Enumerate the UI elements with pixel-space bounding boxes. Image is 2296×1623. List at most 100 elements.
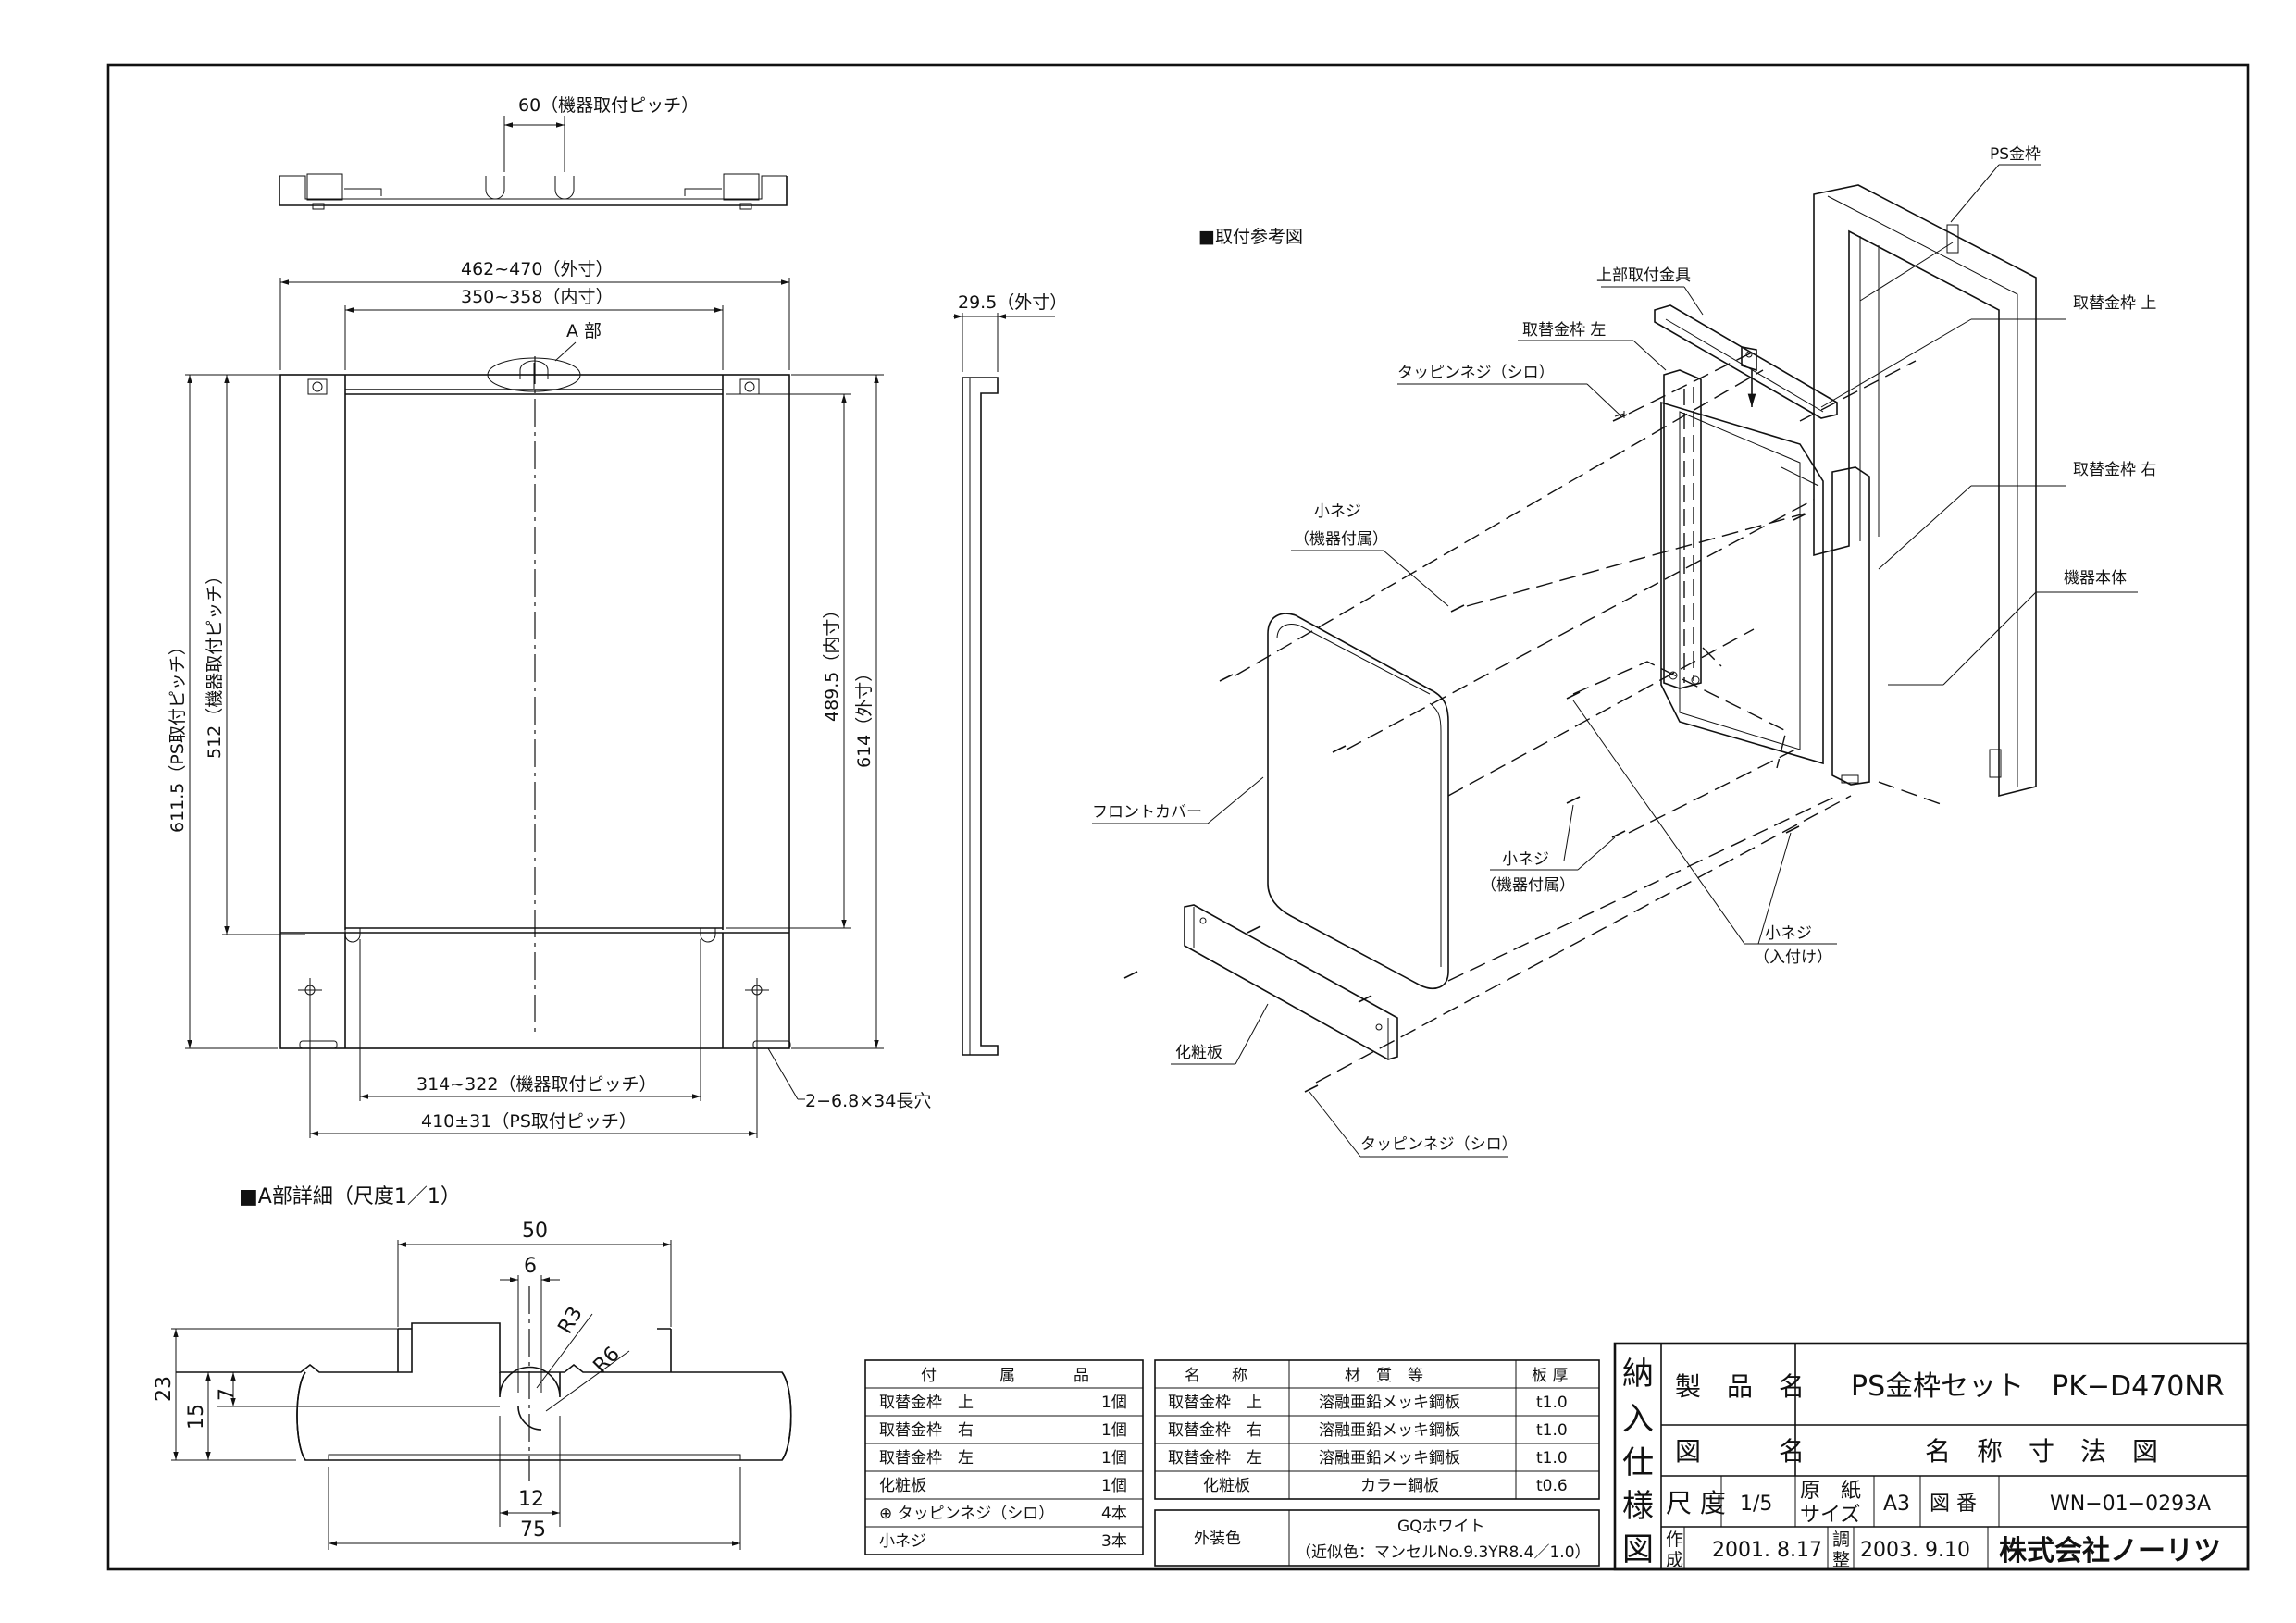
drawing-number: WN−01−0293A <box>2050 1493 2211 1516</box>
adjusted-date: 2003. 9.10 <box>1860 1539 1970 1562</box>
material-thickness: t1.0 <box>1536 1421 1568 1440</box>
material-material: 溶融亜鉛メッキ鋼板 <box>1319 1421 1460 1440</box>
material-material: 溶融亜鉛メッキ鋼板 <box>1319 1394 1460 1412</box>
drawing-label: 図 名 <box>1675 1436 1805 1467</box>
paper-label-2: サイズ <box>1800 1504 1860 1527</box>
accessory-qty: 1個 <box>1101 1421 1127 1440</box>
accessory-name: 化粧板 <box>879 1477 926 1495</box>
assembly-title: ■取付参考図 <box>1198 227 1303 247</box>
material-thickness: t0.6 <box>1536 1477 1568 1495</box>
material-thickness: t1.0 <box>1536 1394 1568 1412</box>
frame-top-label: 取替金枠 上 <box>2073 294 2156 313</box>
drawing-border <box>106 63 2250 1571</box>
accessory-qty: 1個 <box>1101 1449 1127 1468</box>
frame-right-label: 取替金枠 右 <box>2073 461 2156 479</box>
vertical-title-char: 入 <box>1622 1401 1654 1438</box>
dim-75: 75 <box>520 1518 546 1542</box>
number-label: 図 番 <box>1930 1493 1977 1516</box>
accessory-name: 取替金枠 右 <box>879 1421 974 1440</box>
dim-50: 50 <box>522 1220 548 1243</box>
product-label: 製 品 名 <box>1675 1371 1805 1402</box>
ps-frame-label: PS金枠 <box>1990 145 2041 164</box>
material-name: 取替金枠 上 <box>1168 1394 1262 1412</box>
side-view: 29.5（外寸） <box>953 292 1067 1056</box>
outer-height-label: 614（外寸） <box>854 664 875 768</box>
dim-12: 12 <box>518 1488 544 1511</box>
accessory-name: 取替金枠 上 <box>879 1394 974 1412</box>
top-view: 60（機器取付ピッチ） <box>279 95 788 210</box>
accessories-header-1: 付 <box>921 1367 937 1385</box>
created-label-2: 成 <box>1666 1550 1683 1570</box>
device-pitch-60-label: 60（機器取付ピッチ） <box>518 95 699 116</box>
exterior-note: （近似色：マンセルNo.9.3YR8.4／1.0） <box>1296 1543 1591 1562</box>
materials-header-name: 名 称 <box>1185 1367 1247 1385</box>
accessory-qty: 1個 <box>1101 1394 1127 1412</box>
accessory-qty: 3本 <box>1101 1532 1127 1551</box>
material-name: 化粧板 <box>1203 1477 1250 1495</box>
included-with-device-label-2: （機器付属） <box>1481 876 1575 895</box>
part-a-label: A 部 <box>566 321 602 341</box>
material-thickness: t1.0 <box>1536 1449 1568 1468</box>
accessories-header-2: 属 <box>999 1367 1015 1385</box>
screws <box>1123 411 1807 1093</box>
accessories-table: 付 属 品 取替金枠 上 1個 取替金枠 右 1個 取替金枠 左 1個 化粧板 … <box>864 1359 1144 1555</box>
inner-width-label: 350~358（内寸） <box>461 287 613 307</box>
scale-value: 1/5 <box>1740 1493 1772 1516</box>
small-screw-label-3: 小ネジ <box>1765 924 1812 943</box>
adjusted-label-1: 調 <box>1832 1530 1850 1550</box>
accessory-name: 取替金枠 左 <box>879 1449 974 1468</box>
exterior-color: GQホワイト <box>1397 1518 1485 1536</box>
small-screw-label-2: 小ネジ <box>1502 850 1549 869</box>
vertical-title-char: 様 <box>1622 1488 1654 1525</box>
device-body <box>1660 401 1824 765</box>
accessory-name: ⊕ タッピンネジ（シロ） <box>879 1505 1054 1523</box>
materials-header-thickness: 板 厚 <box>1532 1367 1568 1385</box>
ps-frame <box>1813 184 2037 798</box>
exterior-label: 外装色 <box>1194 1530 1241 1548</box>
dim-7: 7 <box>216 1388 239 1401</box>
accessory-name: 小ネジ <box>879 1532 926 1551</box>
tapping-screw-label-2: タッピンネジ（シロ） <box>1360 1135 1518 1154</box>
paper-label-1: 原 紙 <box>1800 1480 1861 1503</box>
vertical-title-char: 図 <box>1622 1531 1654 1568</box>
created-label-1: 作 <box>1666 1530 1683 1550</box>
material-name: 取替金枠 左 <box>1168 1449 1262 1468</box>
material-material: 溶融亜鉛メッキ鋼板 <box>1319 1449 1460 1468</box>
frame-left <box>1663 369 1702 689</box>
accessory-qty: 1個 <box>1101 1477 1127 1495</box>
decor-plate <box>1184 904 1398 1060</box>
radius-r3: R3 <box>554 1303 588 1338</box>
company-name: 株式会社ノーリツ <box>1999 1535 2221 1567</box>
title-block: 納 入 仕 様 図 製 品 名 PS金枠セット PK−D470NR 図 名 名 … <box>1613 1342 2250 1571</box>
drawing-name: 名 称 寸 法 図 <box>1925 1436 2158 1467</box>
dim-15: 15 <box>185 1404 208 1430</box>
materials-header-material: 材 質 等 <box>1345 1367 1423 1385</box>
adjusted-label-2: 整 <box>1832 1550 1850 1570</box>
device-pitch-height-label: 512（機器取付ピッチ） <box>205 567 225 759</box>
ps-pitch-height-label: 611.5（PS取付ピッチ） <box>168 638 188 833</box>
scale-label: 尺 度 <box>1666 1488 1726 1518</box>
frame-right <box>1831 466 1870 786</box>
front-cover-label: フロントカバー <box>1092 803 1202 822</box>
device-pitch-width-label: 314~322（機器取付ピッチ） <box>416 1074 656 1095</box>
included-label: （入付け） <box>1754 948 1832 967</box>
upper-bracket <box>1654 304 1838 419</box>
front-view: A 部 462~470（外寸） 350~358（内寸） 611.5（PS取付ピッ… <box>168 259 931 1138</box>
detail-a: ■A部詳細（尺度1／1） 50 6 R3 R6 23 15 7 <box>153 1185 792 1550</box>
front-cover <box>1267 613 1449 989</box>
vertical-title-char: 仕 <box>1622 1444 1654 1481</box>
paper-value: A3 <box>1883 1493 1910 1516</box>
ps-pitch-width-label: 410±31（PS取付ピッチ） <box>421 1111 637 1132</box>
material-material: カラー鋼板 <box>1360 1477 1439 1495</box>
tapping-screw-label: タッピンネジ（シロ） <box>1397 364 1555 382</box>
accessories-header-3: 品 <box>1074 1367 1089 1385</box>
product-name: PS金枠セット PK−D470NR <box>1851 1370 2225 1403</box>
materials-table: 名 称 材 質 等 板 厚 取替金枠 上 溶融亜鉛メッキ鋼板 t1.0 取替金枠… <box>1154 1359 1600 1567</box>
accessory-qty: 4本 <box>1101 1505 1127 1523</box>
slot-label: 2−6.8×34長穴 <box>805 1091 931 1111</box>
assembly-view: ■取付参考図 PS金枠 上部取付金具 <box>1092 145 2156 1158</box>
included-with-device-label: （機器付属） <box>1294 530 1388 549</box>
assembly-guides <box>1235 351 1944 1084</box>
small-screw-label: 小ネジ <box>1314 502 1361 521</box>
